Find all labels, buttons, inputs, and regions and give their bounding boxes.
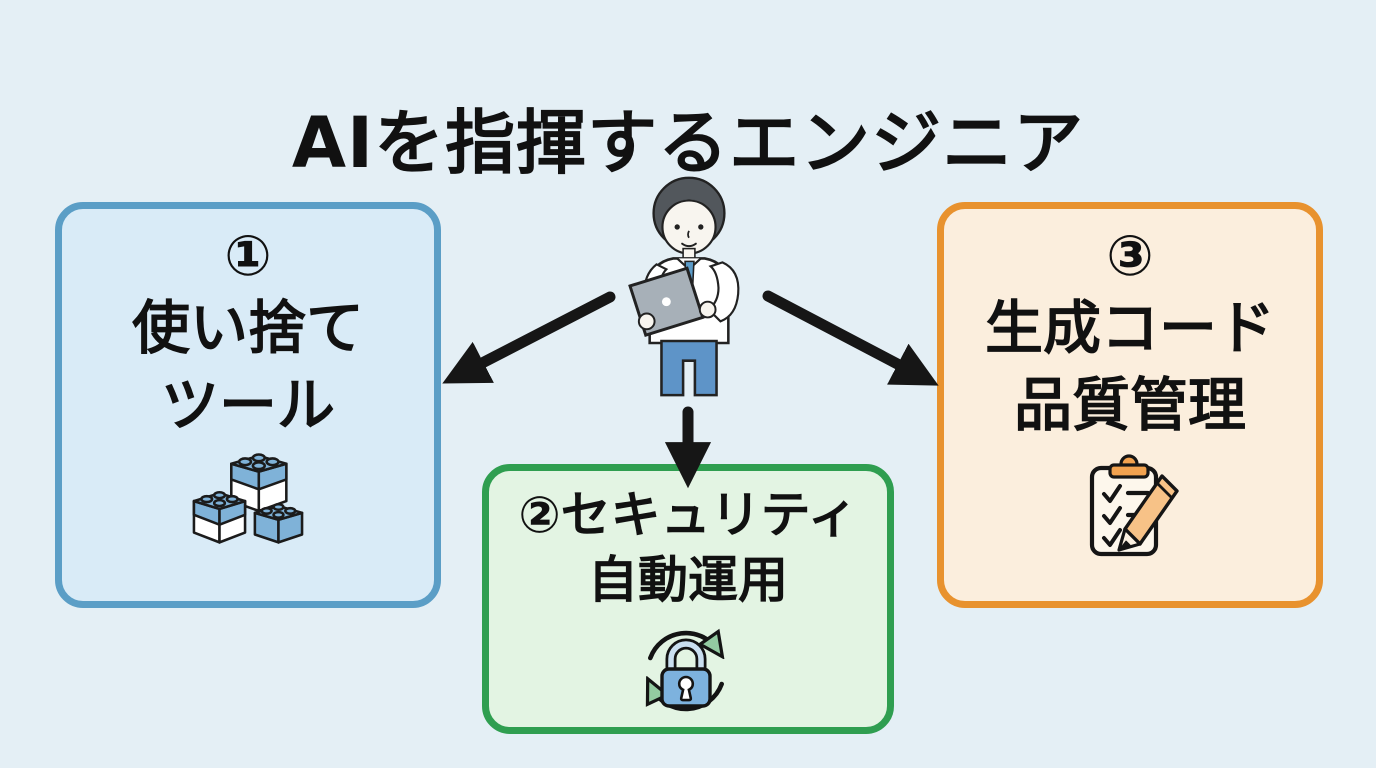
box2-label-line2: 自動運用 — [588, 551, 788, 609]
arrow-to-code-quality — [762, 290, 939, 386]
box-generated-code-quality: ③ 生成コード 品質管理 — [937, 202, 1323, 608]
box1-label-line2: ツール — [160, 371, 335, 440]
box-disposable-tools: ① 使い捨て ツール — [55, 202, 441, 608]
clipboard-checklist-pencil-icon — [1074, 450, 1186, 560]
box2-label-line1: ②セキュリティ — [518, 486, 858, 544]
lego-bricks-icon — [184, 450, 312, 564]
box3-number: ③ — [1106, 224, 1154, 289]
lock-sync-icon — [637, 619, 739, 719]
box3-label-line2: 品質管理 — [1013, 371, 1246, 440]
page-title: AIを指揮するエンジニア — [291, 101, 1085, 184]
box-security-auto-ops: ②セキュリティ 自動運用 — [482, 464, 894, 734]
arrow-to-disposable-tools — [442, 291, 616, 384]
box1-number: ① — [224, 224, 272, 289]
engineer-with-tablet-illustration — [628, 176, 740, 397]
box1-label-line1: 使い捨て — [131, 294, 364, 363]
box3-label-line1: 生成コード — [984, 294, 1275, 363]
